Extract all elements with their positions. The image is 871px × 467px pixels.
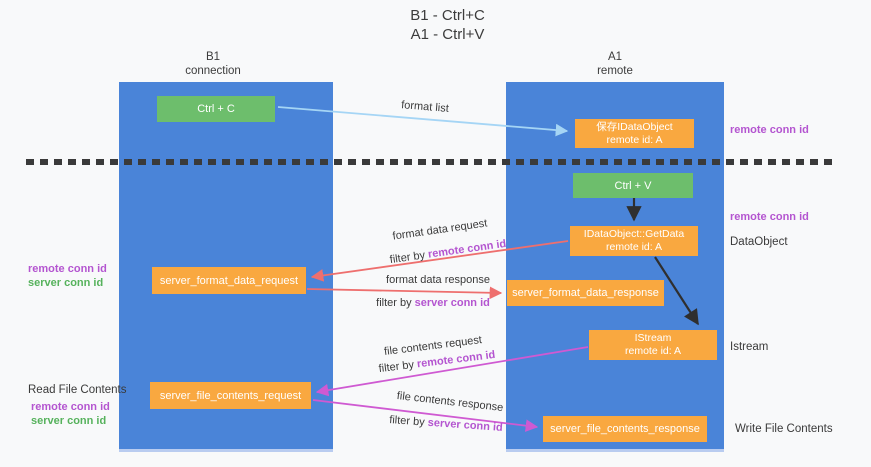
node-server-file-contents-response-label: server_file_contents_response <box>550 423 700 435</box>
node-server-format-data-request-label: server_format_data_request <box>159 274 299 287</box>
dataobject-label: DataObject <box>730 236 788 248</box>
server-conn-id-text: server conn id <box>414 297 490 309</box>
node-server-format-data-response-label: server_format_data_response <box>512 287 659 299</box>
left-server-conn-id-label-1: server conn id <box>28 277 104 289</box>
node-saved-idataobject-line2: remote id: A <box>606 133 663 146</box>
filter-by-text: filter by <box>378 358 418 376</box>
lane-right-title: A1 <box>607 51 623 63</box>
left-remote-conn-id-label-2: remote conn id <box>31 401 110 413</box>
title-line-2: A1 - Ctrl+V <box>410 26 485 43</box>
read-file-contents-label: Read File Contents <box>28 384 127 396</box>
filter-by-server-conn-id-label-1: filter by server conn id <box>376 297 490 309</box>
filter-by-text: filter by <box>376 297 415 309</box>
left-server-conn-id-label-2: server conn id <box>31 415 107 427</box>
node-idataobject-getdata: IDataObject::GetData remote id: A <box>570 226 698 256</box>
node-server-file-contents-request: server_file_contents_request <box>150 382 311 409</box>
istream-label: Istream <box>730 341 769 353</box>
node-saved-idataobject-line1: 保存IDataObject <box>596 120 673 133</box>
node-idataobject-getdata-line2: remote id: A <box>605 241 663 253</box>
node-ctrl-v: Ctrl + V <box>573 173 693 198</box>
filter-by-text: filter by <box>388 414 429 429</box>
right-remote-conn-id-label-2: remote conn id <box>730 211 809 223</box>
file-contents-response-label: file contents response <box>396 389 504 415</box>
lane-left-header: B1 connection <box>106 50 320 78</box>
remote-conn-id-text: remote conn id <box>427 237 507 261</box>
write-file-contents-label: Write File Contents <box>735 423 833 435</box>
filter-by-server-conn-id-label-2: filter by server conn id <box>389 414 503 434</box>
node-server-format-data-request: server_format_data_request <box>152 267 306 294</box>
node-server-file-contents-response: server_file_contents_response <box>543 416 707 442</box>
node-ctrl-v-label: Ctrl + V <box>614 179 652 192</box>
node-server-file-contents-request-label: server_file_contents_request <box>159 389 302 402</box>
node-saved-idataobject: 保存IDataObject remote id: A <box>575 119 694 148</box>
lane-right-header: A1 remote <box>506 50 724 78</box>
left-remote-conn-id-label-1: remote conn id <box>28 263 107 275</box>
session-divider-dashed-line <box>26 159 833 165</box>
format-data-request-label: format data request <box>391 217 489 243</box>
format-data-response-arrow <box>306 286 503 300</box>
format-data-response-label: format data response <box>386 274 490 286</box>
filter-by-text: filter by <box>389 248 429 267</box>
node-istream-line2: remote id: A <box>624 345 682 357</box>
node-istream: IStream remote id: A <box>589 330 717 360</box>
title-line-1: B1 - Ctrl+C <box>410 7 485 24</box>
server-conn-id-text: server conn id <box>427 416 504 434</box>
lane-left-title: B1 <box>205 51 221 63</box>
diagram-title: B1 - Ctrl+C A1 - Ctrl+V <box>12 6 871 44</box>
right-remote-conn-id-label-1: remote conn id <box>730 124 809 136</box>
lane-left-subtitle: connection <box>185 65 241 77</box>
filter-by-remote-conn-id-label-1: filter by remote conn id <box>389 238 507 266</box>
lane-right-subtitle: remote <box>597 65 633 77</box>
node-idataobject-getdata-line1: IDataObject::GetData <box>583 228 685 240</box>
node-istream-line1: IStream <box>634 332 672 344</box>
node-ctrl-c: Ctrl + C <box>157 96 275 122</box>
format-list-label: format list <box>400 99 450 115</box>
node-ctrl-c-label: Ctrl + C <box>197 103 235 115</box>
node-server-format-data-response: server_format_data_response <box>507 280 664 306</box>
